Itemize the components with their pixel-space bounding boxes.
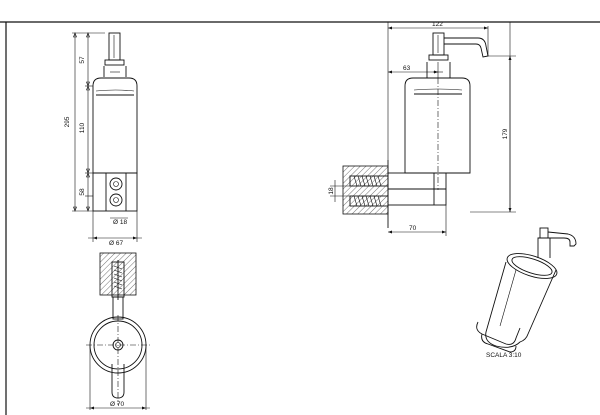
dim-front-base-height: 58 (79, 188, 86, 196)
dim-side-wall-to-axis: 63 (403, 65, 411, 72)
dim-front-top-height: 57 (79, 56, 86, 64)
dim-side-height: 179 (502, 128, 509, 139)
dim-front-total-height: 295 (64, 116, 71, 127)
dim-side-hole: 18 (328, 187, 335, 195)
dim-front-body-height: 110 (79, 122, 86, 133)
dim-side-bracket: 70 (409, 225, 417, 232)
side-view: 122 63 179 70 18 (328, 21, 516, 236)
isometric-view (476, 227, 577, 353)
drawing-frame (0, 21, 600, 415)
dim-side-total-width: 122 (432, 21, 443, 28)
dim-front-width: Ø 67 (109, 240, 123, 247)
dim-front-hole-diameter: Ø 18 (113, 219, 127, 226)
dim-plan-diameter: Ø 70 (110, 401, 124, 408)
plan-view: Ø 70 (86, 252, 150, 410)
scale-label: SCALA 3:10 (486, 352, 522, 359)
front-view: 295 57 110 58 Ø 18 Ø 67 (64, 32, 142, 247)
